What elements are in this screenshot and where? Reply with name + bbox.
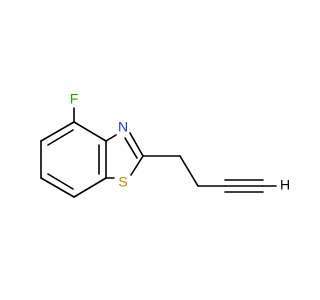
bond-c3a-n <box>105 134 117 142</box>
nitrogen-label: N <box>118 119 128 135</box>
sulfur-label: S <box>118 174 127 190</box>
double-bond-c4-c5 <box>47 129 74 146</box>
bond-c7-c7a <box>73 177 107 198</box>
hydrogen-label: H <box>280 177 290 193</box>
fluorine-label: F <box>70 91 79 107</box>
molecule-diagram: F N S H <box>40 91 290 198</box>
double-bond-n-c2 <box>124 137 138 159</box>
bond-c6-c7 <box>40 177 75 198</box>
bond-ch2-ch2 <box>179 155 199 187</box>
bond-c3a-c4 <box>73 121 107 142</box>
bond-c2-s <box>130 155 144 176</box>
bond-n-c2 <box>129 132 144 157</box>
molecule-structure: F N S H <box>40 91 290 198</box>
double-bond-c6-c7 <box>47 173 74 190</box>
bond-c4-c5 <box>40 121 75 142</box>
